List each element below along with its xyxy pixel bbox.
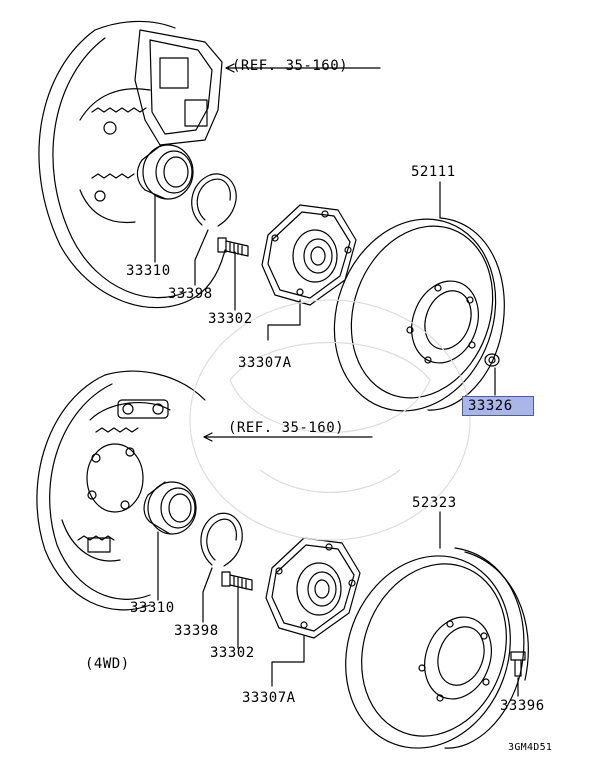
nut-top: [484, 353, 500, 367]
part-label-nut-highlighted[interactable]: 33326: [462, 396, 534, 416]
bearing-bottom: [143, 481, 197, 535]
leader-lines-bottom: [157, 432, 519, 697]
watermark-emblem: [189, 299, 471, 541]
ref-label-top: (REF. 35-160): [232, 58, 349, 74]
part-label-hub-top[interactable]: 33307A: [238, 355, 292, 371]
stud-bolt-top: [217, 237, 249, 257]
bearing-top: [136, 144, 194, 200]
snap-ring-top: [191, 173, 237, 227]
backing-plate-bottom: [36, 370, 206, 611]
part-label-screw[interactable]: 33396: [500, 698, 545, 714]
ref-label-bottom: (REF. 35-160): [228, 420, 345, 436]
snap-ring-bottom: [200, 512, 243, 567]
part-label-rotor[interactable]: 52111: [411, 164, 456, 180]
brake-drum: [345, 547, 529, 749]
part-label-snap-ring-bottom[interactable]: 33398: [174, 623, 219, 639]
hub-bottom: [265, 537, 361, 639]
stud-bolt-bottom: [221, 571, 253, 591]
diagram-code: 3GM4D51: [508, 742, 553, 753]
part-label-stud-bolt-bottom[interactable]: 33302: [210, 645, 255, 661]
brake-rotor: [333, 217, 505, 412]
part-label-snap-ring-top[interactable]: 33398: [168, 286, 213, 302]
backing-plate-top: [38, 20, 226, 309]
part-label-hub-bottom[interactable]: 33307A: [242, 690, 296, 706]
screw-bottom: [510, 651, 526, 677]
variant-label-4wd: (4WD): [85, 656, 130, 672]
part-label-bearing-top[interactable]: 33310: [126, 263, 171, 279]
part-label-drum[interactable]: 52323: [412, 495, 457, 511]
part-label-stud-bolt-top[interactable]: 33302: [208, 311, 253, 327]
hub-top: [261, 204, 357, 306]
part-label-bearing-bottom[interactable]: 33310: [130, 600, 175, 616]
leader-lines-top: [154, 63, 496, 396]
